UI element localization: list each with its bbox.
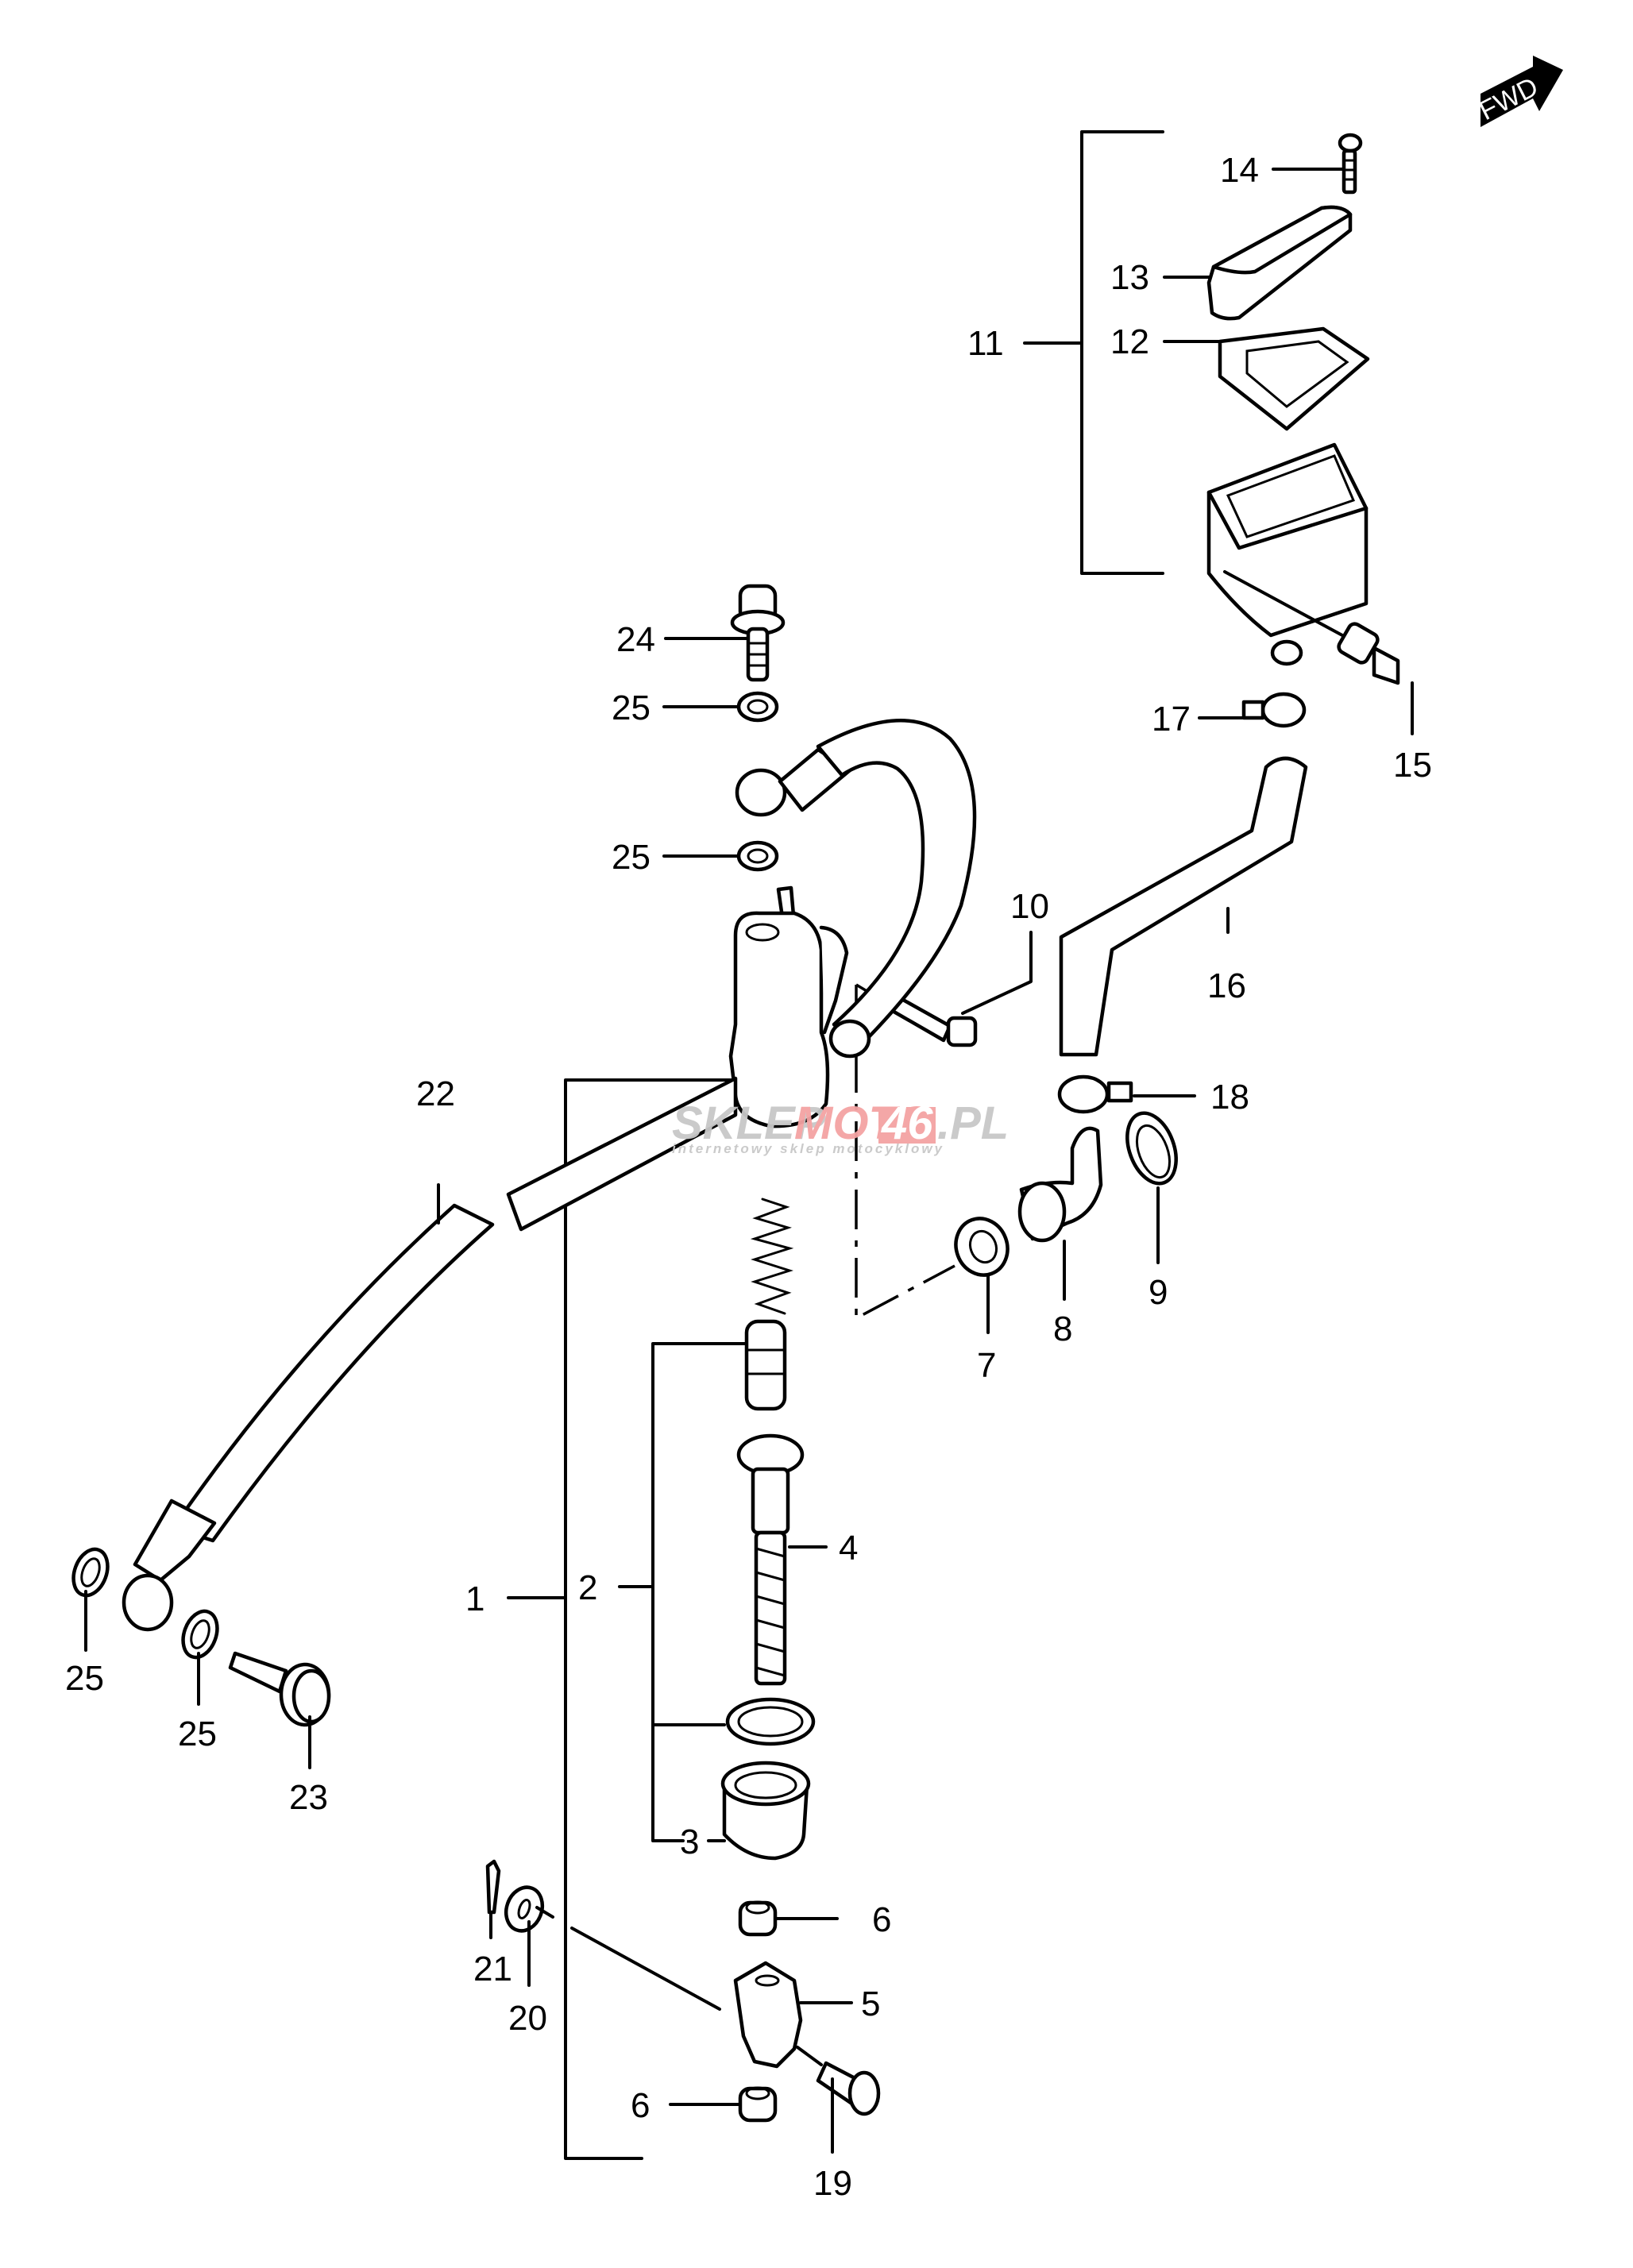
label-25-mid: 25 <box>612 838 650 877</box>
label-13: 13 <box>1110 258 1149 297</box>
label-5: 5 <box>861 1984 880 2023</box>
label-9: 9 <box>1149 1273 1168 1312</box>
bracket-1 <box>564 1078 737 2160</box>
watermark-sklep: SKLEP <box>672 1097 826 1149</box>
label-7: 7 <box>977 1346 996 1385</box>
part-14-screw <box>1338 133 1363 195</box>
bracket-2 <box>651 1342 747 1842</box>
label-4: 4 <box>839 1529 858 1568</box>
part-20-washer <box>504 1885 545 1933</box>
watermark-badge <box>878 1107 936 1144</box>
piston-spring <box>750 1198 794 1315</box>
part-23-union-bolt <box>228 1651 331 1727</box>
bracket-11 <box>1023 130 1164 575</box>
label-6-upper: 6 <box>872 1900 891 1939</box>
label-8: 8 <box>1053 1310 1072 1348</box>
piston <box>744 1319 787 1411</box>
label-17: 17 <box>1152 700 1191 739</box>
watermark: SKLEP MOTO 46 .PL internetowy sklep moto… <box>672 1097 1009 1156</box>
label-19: 19 <box>813 2164 852 2203</box>
part-12-diaphragm <box>1218 326 1370 431</box>
part-4-push-rod <box>736 1433 805 1686</box>
part-22-brake-hose <box>122 1076 738 1632</box>
label-25-top: 25 <box>612 688 650 727</box>
part-17-clamp <box>1241 692 1307 728</box>
part-16-hose <box>1059 756 1308 1057</box>
label-20: 20 <box>508 1999 547 2038</box>
part-6-nut-lower <box>738 2086 778 2123</box>
part-9-circlip <box>1125 1111 1178 1186</box>
label-24: 24 <box>616 620 655 659</box>
part-3-boot <box>720 1761 811 1861</box>
label-1: 1 <box>465 1580 484 1618</box>
part-18-clamp <box>1057 1074 1133 1114</box>
piston-circlip <box>725 1697 816 1746</box>
part-24-union-bolt <box>730 584 786 682</box>
label-10: 10 <box>1010 887 1049 926</box>
label-16: 16 <box>1207 966 1246 1005</box>
label-12: 12 <box>1110 322 1149 361</box>
label-23: 23 <box>289 1778 328 1817</box>
part-8-connector <box>1017 1126 1103 1243</box>
label-11: 11 <box>967 324 1004 363</box>
label-6-lower: 6 <box>631 2086 650 2125</box>
part-25-gasket-left <box>71 1547 110 1598</box>
label-25-left2: 25 <box>178 1714 217 1753</box>
watermark-pl: .PL <box>937 1097 1009 1149</box>
label-14: 14 <box>1220 151 1259 190</box>
label-21: 21 <box>473 1950 512 1988</box>
part-21-cotter-pin <box>485 1859 501 1915</box>
part-19-pin <box>796 2046 881 2116</box>
part-6-nut-upper <box>738 1900 778 1937</box>
part-5-rod-joint <box>733 1961 803 2069</box>
watermark-tagline: internetowy sklep motocyklowy <box>672 1141 944 1156</box>
label-2: 2 <box>578 1568 597 1607</box>
part-25-gasket-top <box>736 691 779 723</box>
part-13-reservoir-cap <box>1206 205 1353 321</box>
part-7-o-ring <box>954 1217 1010 1277</box>
part-10-bolt <box>889 993 978 1047</box>
watermark-46: 46 <box>881 1097 933 1149</box>
label-15: 15 <box>1393 746 1432 785</box>
upper-brake-hose <box>735 719 977 1051</box>
label-25-left: 25 <box>65 1659 104 1698</box>
part-15-bolt <box>1223 570 1400 685</box>
label-18: 18 <box>1210 1078 1249 1117</box>
reservoir-body <box>1206 442 1369 666</box>
part-25-gasket-mid <box>736 840 779 872</box>
master-cylinder-body <box>728 885 871 1128</box>
fwd-direction-badge: FWD <box>1474 56 1563 127</box>
label-3: 3 <box>680 1822 699 1861</box>
label-22: 22 <box>416 1074 455 1113</box>
